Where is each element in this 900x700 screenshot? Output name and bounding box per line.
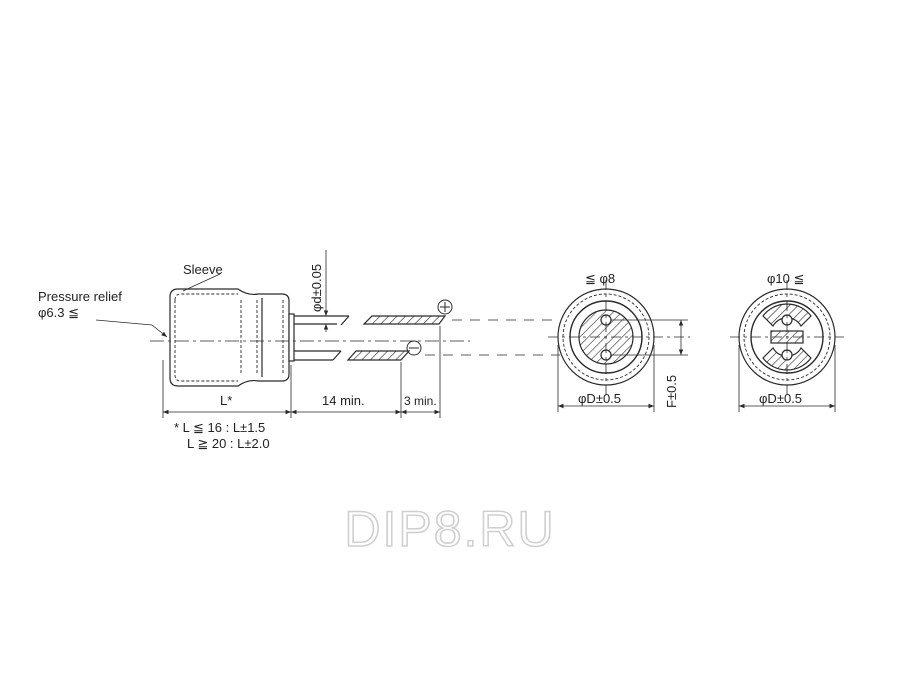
watermark: DIP8.RU — [344, 501, 555, 557]
end-view-large — [730, 280, 844, 412]
pressure-relief-label: Pressure relief — [38, 289, 122, 304]
side-view — [95, 250, 470, 418]
lead-diameter-label: φd±0.05 — [309, 264, 324, 312]
large-diameter-label: φ10 ≦ — [767, 271, 804, 286]
lead-positive-end — [362, 315, 447, 325]
lead-end-label: 3 min. — [404, 394, 437, 408]
tolerance-note-line1: * L ≦ 16 : L±1.5 — [174, 420, 265, 435]
end-view-small — [548, 280, 690, 412]
small-diameter-label: ≦ φ8 — [585, 271, 615, 286]
tolerance-note-line2: L ≧ 20 : L±2.0 — [187, 436, 270, 451]
capacitor-body — [169, 288, 290, 387]
length-label: L* — [220, 393, 232, 408]
body-diameter-small-label: φD±0.5 — [578, 391, 621, 406]
sleeve-outline — [174, 293, 238, 382]
lead-spacing-label: F±0.5 — [664, 375, 679, 408]
lead-negative-end — [346, 350, 411, 361]
body-diameter-large-label: φD±0.5 — [759, 391, 802, 406]
pressure-relief-diameter: φ6.3 ≦ — [38, 305, 79, 320]
sleeve-label: Sleeve — [183, 262, 223, 277]
lead-length-label: 14 min. — [322, 393, 365, 408]
seal-end — [288, 313, 295, 362]
